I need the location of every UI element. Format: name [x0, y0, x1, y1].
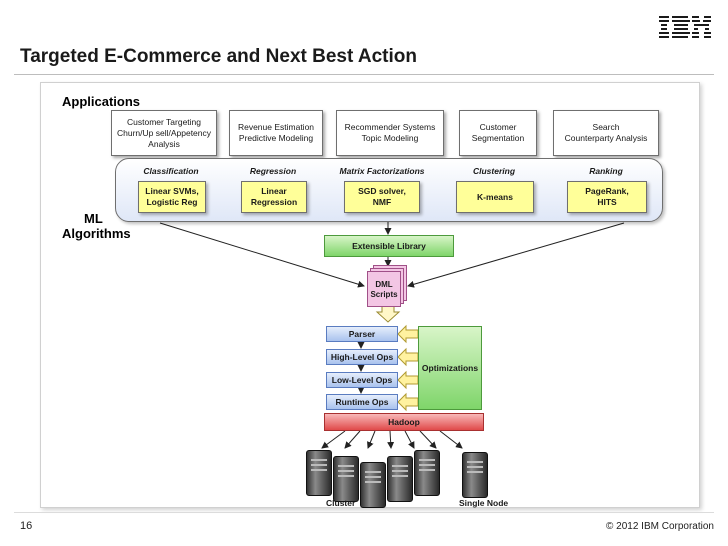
dml-card	[367, 271, 401, 307]
slide-title: Targeted E-Commerce and Next Best Action	[20, 46, 417, 67]
app-line: Analysis	[148, 138, 180, 149]
app-line: Churn/Up sell/Appetency	[116, 127, 212, 138]
algo-line: HITS	[597, 197, 617, 207]
algo-linear-regression: Linear Regression	[241, 181, 307, 213]
app-recommender-systems: Recommender Systems Topic Modeling	[336, 110, 444, 156]
algo-linear-svms: Linear SVMs, Logistic Reg	[138, 181, 206, 213]
runtime-ops-box: Runtime Ops	[326, 394, 398, 410]
parser-box: Parser	[326, 326, 398, 342]
algorithms-label: Algorithms	[62, 226, 131, 241]
optimizations-box: Optimizations	[418, 326, 482, 410]
algo-k-means: K-means	[456, 181, 534, 213]
app-line: Recommender Systems	[344, 122, 436, 132]
dml-line: DML	[375, 280, 393, 289]
algo-line: K-means	[477, 191, 513, 202]
category-ranking: Ranking	[589, 166, 623, 176]
hadoop-bar: Hadoop	[324, 413, 484, 431]
extensible-library-box: Extensible Library	[324, 235, 454, 257]
category-clustering: Clustering	[472, 166, 516, 176]
server-icon	[462, 452, 488, 498]
dml-scripts-stack: DML Scripts	[365, 265, 411, 307]
server-icon	[333, 456, 359, 502]
cluster-label: Cluster	[326, 498, 356, 508]
category-matrix-factorizations: Matrix Factorizations	[339, 166, 425, 176]
app-line: Revenue Estimation	[237, 122, 315, 132]
copyright: © 2012 IBM Corporation	[606, 521, 714, 532]
applications-label: Applications	[62, 94, 141, 109]
algo-line: Linear SVMs,	[145, 186, 199, 196]
algo-line: SGD solver,	[358, 186, 406, 196]
ml-label: ML	[84, 211, 103, 226]
single-node-label: Single Node	[459, 498, 509, 508]
app-line: Segmentation	[471, 133, 525, 143]
ibm-logo	[659, 16, 711, 38]
title-divider	[14, 74, 714, 75]
algo-line: NMF	[372, 197, 392, 207]
high-level-ops-box: High-Level Ops	[326, 349, 398, 365]
algo-sgd-solver: SGD solver, NMF	[344, 181, 420, 213]
app-revenue-estimation: Revenue Estimation Predictive Modeling	[229, 110, 323, 156]
dml-line: Scripts	[370, 290, 398, 299]
app-line: Predictive Modeling	[238, 133, 314, 143]
algo-line: Logistic Reg	[146, 197, 198, 207]
app-search: Search Counterparty Analysis	[553, 110, 659, 156]
algo-line: Linear	[261, 186, 287, 196]
algo-line: Regression	[250, 197, 298, 207]
server-icon	[387, 456, 413, 502]
app-line: Customer	[479, 122, 517, 132]
app-line: Search	[592, 122, 620, 132]
algo-pagerank: PageRank, HITS	[567, 181, 647, 213]
app-customer-targeting: Customer Targeting Churn/Up sell/Appeten…	[111, 110, 217, 156]
server-icon	[306, 450, 332, 496]
category-regression: Regression	[249, 166, 297, 176]
server-icon	[360, 462, 386, 508]
category-classification: Classification	[143, 166, 199, 176]
algo-line: PageRank,	[585, 186, 629, 196]
app-line: Counterparty Analysis	[564, 133, 648, 143]
app-line: Customer Targeting	[126, 116, 202, 127]
app-customer-segmentation: Customer Segmentation	[459, 110, 537, 156]
server-icon	[414, 450, 440, 496]
app-line: Topic Modeling	[361, 133, 419, 143]
page-number: 16	[20, 520, 33, 532]
low-level-ops-box: Low-Level Ops	[326, 372, 398, 388]
footer-divider	[14, 512, 714, 513]
